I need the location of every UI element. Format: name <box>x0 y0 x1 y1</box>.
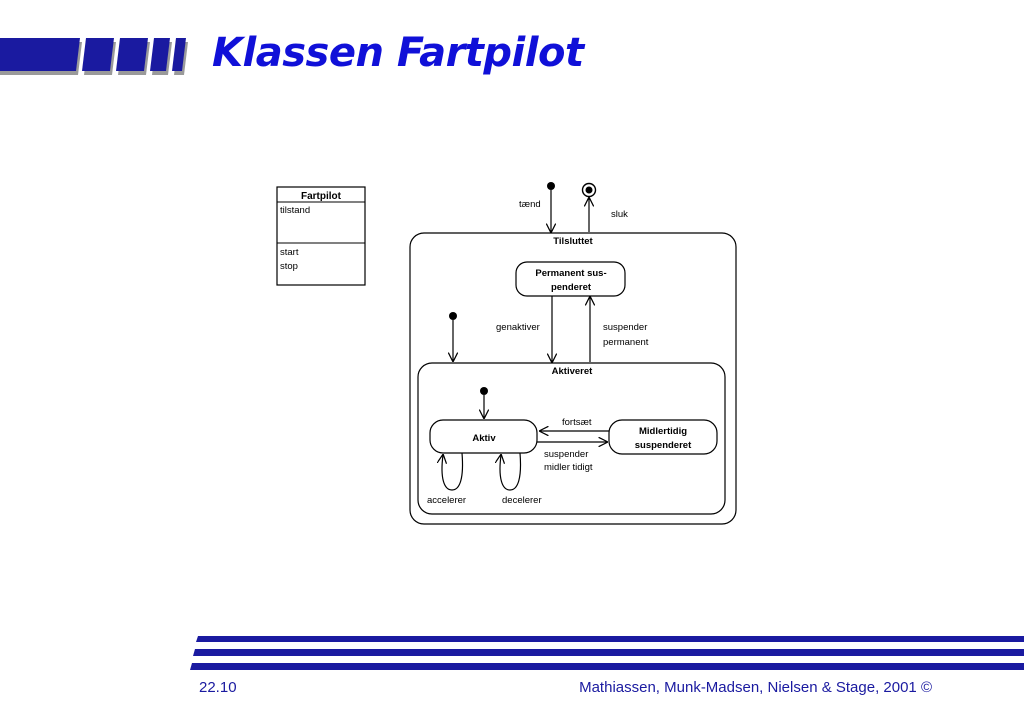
event-suspender-midlertidigt-line1: suspender <box>544 449 588 460</box>
final-state <box>581 182 597 198</box>
event-suspender-midlertidigt-line2: midler tidigt <box>544 462 593 473</box>
state-midlertidig-label-line2: suspenderet <box>635 440 692 451</box>
footer-bars-graphic <box>190 636 1024 670</box>
page-number: 22.10 <box>199 679 237 696</box>
initial-state-dot <box>547 182 555 190</box>
state-aktiv-label: Aktiv <box>472 433 496 444</box>
initial-state-dot <box>449 312 457 320</box>
state-permanent-suspenderet <box>515 261 626 297</box>
state-midlertidig-label-line1: Midlertidig <box>639 426 687 437</box>
header-bars <box>0 38 186 71</box>
state-aktiveret-label: Aktiveret <box>552 366 593 377</box>
event-suspender-permanent-line2: permanent <box>603 337 649 348</box>
event-decelerer: decelerer <box>502 495 542 506</box>
event-taend: tænd <box>519 199 541 210</box>
state-aktiv <box>429 419 538 454</box>
event-suspender-permanent-line1: suspender <box>603 322 647 333</box>
state-midlertidig-suspenderet <box>608 419 718 455</box>
slide-title: Klassen Fartpilot <box>212 30 584 76</box>
class-operation: stop <box>280 261 298 272</box>
credit-text: Mathiassen, Munk-Madsen, Nielsen & Stage… <box>579 679 932 696</box>
header-bars-graphic <box>0 38 188 75</box>
transition-decelerer-loop <box>500 452 522 491</box>
state-tilsluttet <box>409 232 737 525</box>
initial-state-dot <box>480 387 488 395</box>
event-genaktiver: genaktiver <box>496 322 540 333</box>
event-sluk: sluk <box>611 209 628 220</box>
state-permanent-label-line2: penderet <box>551 282 592 293</box>
state-permanent-label-line1: Permanent sus- <box>535 268 606 279</box>
state-diagram: Fartpilot tilstand start stop tænd sluk … <box>276 182 737 525</box>
class-operation: start <box>280 247 299 258</box>
event-accelerer: accelerer <box>427 495 466 506</box>
transition-accelerer-loop <box>442 452 464 491</box>
class-name: Fartpilot <box>301 191 342 202</box>
state-aktiveret <box>417 362 726 515</box>
class-attribute: tilstand <box>280 205 310 216</box>
event-fortsaet: fortsæt <box>562 417 592 428</box>
class-box-fartpilot: Fartpilot tilstand start stop <box>276 186 366 286</box>
state-tilsluttet-label: Tilsluttet <box>553 236 593 247</box>
